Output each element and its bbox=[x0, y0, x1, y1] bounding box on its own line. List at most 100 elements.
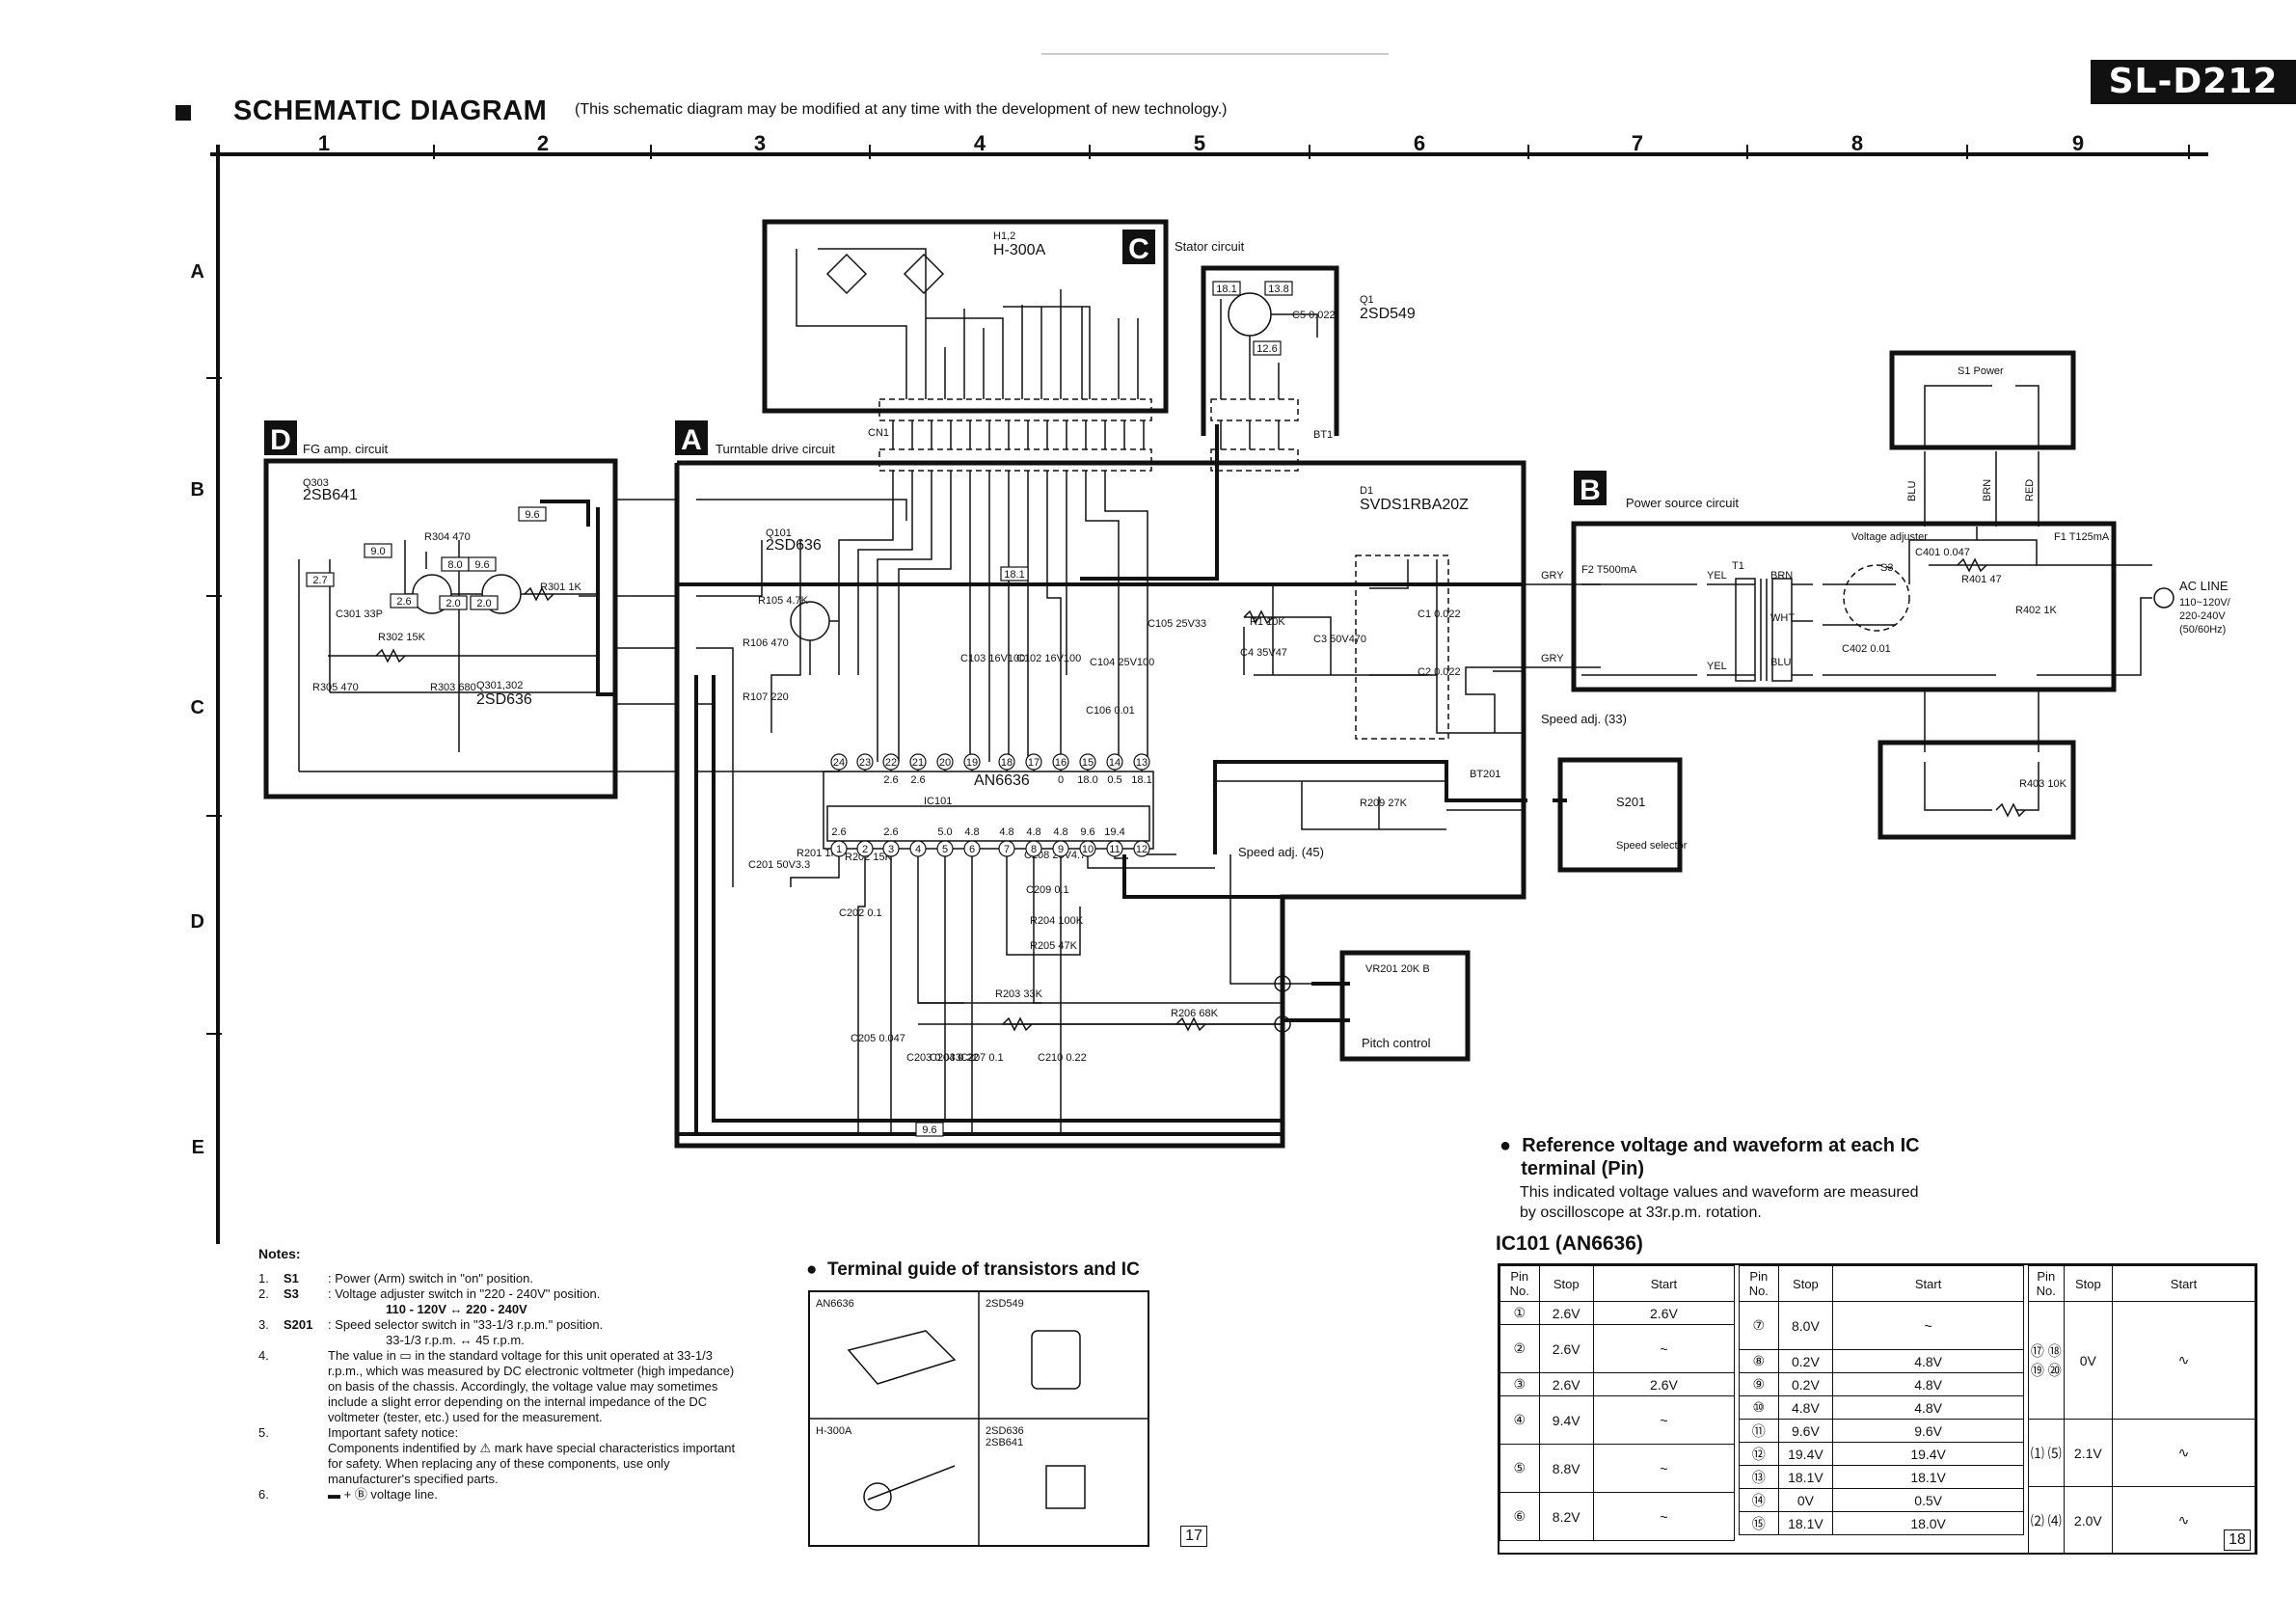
ic-pin-marker bbox=[1052, 753, 1069, 771]
pin-cell: ① bbox=[1499, 1301, 1540, 1325]
ic-top-pin: 17 bbox=[1028, 757, 1040, 769]
q1-ref: Q1 bbox=[1360, 294, 1374, 306]
grid-column-7: 7 bbox=[1632, 131, 1643, 155]
table-header: Pin No. bbox=[1739, 1265, 1779, 1302]
capacitor-label: C207 0.1 bbox=[960, 1052, 1004, 1064]
note-num: 1. bbox=[258, 1271, 269, 1286]
voltage-box bbox=[470, 595, 499, 610]
model-badge: SL-D212 bbox=[2091, 60, 2296, 104]
block-name-d: FG amp. circuit bbox=[303, 442, 389, 456]
stop-cell: 9.6V bbox=[1777, 1419, 1834, 1443]
tg-cell-an6636: AN6636 bbox=[816, 1298, 854, 1310]
capacitor-label: C201 50V3.3 bbox=[748, 859, 810, 871]
note-item: 33-1/3 r.p.m. ↔ 45 r.p.m. bbox=[258, 1333, 741, 1348]
voltage-box-value: 12.6 bbox=[1256, 343, 1277, 355]
start-cell: 19.4V bbox=[1832, 1442, 2024, 1466]
ic-pin-marker bbox=[909, 840, 927, 857]
note-key: S1 bbox=[284, 1271, 299, 1286]
ic-pin-marker bbox=[1025, 753, 1042, 771]
wire-yel-2: YEL bbox=[1707, 661, 1727, 672]
table-header: Pin No. bbox=[2028, 1265, 2065, 1302]
capacitor-label: C202 0.1 bbox=[839, 907, 882, 919]
grid-column-2: 2 bbox=[537, 131, 549, 155]
terminal-guide-lines bbox=[810, 1292, 1148, 1545]
note-item: 110 - 120V ↔ 220 - 240V bbox=[258, 1302, 741, 1317]
notes-heading: Notes: bbox=[258, 1246, 301, 1261]
f2-label: F2 T500mA bbox=[1581, 564, 1637, 576]
an6636-package-icon bbox=[847, 1330, 957, 1385]
capacitor-label: C205 0.047 bbox=[851, 1033, 905, 1044]
capacitor-label: C103 16V100 bbox=[960, 653, 1025, 664]
wire-brn-s1: BRN bbox=[1982, 479, 1993, 501]
ic-top-pin: 15 bbox=[1082, 757, 1094, 769]
capacitor-label: C209 0.1 bbox=[1026, 884, 1069, 896]
ic101-ref: IC101 bbox=[924, 796, 952, 807]
block-name-a: Turntable drive circuit bbox=[716, 442, 835, 456]
row-ticks bbox=[206, 377, 222, 1035]
block-letter-c: C bbox=[1128, 233, 1149, 265]
table-row: ⑴ ⑸2.1V∿ bbox=[2028, 1419, 2255, 1487]
ic-top-volt: 0 bbox=[1058, 774, 1064, 786]
cn1-label: CN1 bbox=[868, 427, 889, 439]
resistor-label: R304 470 bbox=[424, 531, 471, 543]
q301-302-ref: Q301,302 bbox=[476, 680, 523, 691]
pitch-control-label: Pitch control bbox=[1362, 1036, 1431, 1050]
ic-pin-marker bbox=[1133, 840, 1150, 857]
stop-cell: 0V bbox=[2063, 1301, 2114, 1420]
ic-bottom-volt: 4.8 bbox=[999, 826, 1013, 838]
resistor-label: R107 220 bbox=[743, 691, 789, 703]
ic-top-pin: 16 bbox=[1055, 757, 1067, 769]
ic-bottom-pin: 7 bbox=[1004, 844, 1010, 855]
start-cell: ~ bbox=[1592, 1492, 1736, 1541]
voltage-box-value: 18.1 bbox=[1216, 284, 1236, 295]
start-cell: 2.6V bbox=[1592, 1372, 1736, 1396]
q303-ref: Q303 bbox=[303, 477, 329, 489]
note-text: : Voltage adjuster switch in "220 - 240V… bbox=[328, 1286, 601, 1301]
speed-adj-45: Speed adj. (45) bbox=[1238, 845, 1324, 859]
ic-bottom-volt: 4.8 bbox=[1026, 826, 1040, 838]
wire-brn: BRN bbox=[1770, 570, 1793, 582]
note-item: 4.The value in ▭ in the standard voltage… bbox=[258, 1348, 741, 1425]
ic-top-volt: 18.0 bbox=[1077, 774, 1097, 786]
ic-top-pin: 19 bbox=[966, 757, 978, 769]
ic-bottom-volt: 5.0 bbox=[937, 826, 952, 838]
grid-column-6: 6 bbox=[1414, 131, 1425, 155]
ic-bottom-pin: 1 bbox=[836, 844, 842, 855]
voltage-box bbox=[468, 556, 497, 572]
table-header: Stop bbox=[2063, 1265, 2114, 1302]
ic-bottom-volt: 2.6 bbox=[883, 826, 898, 838]
capacitor-label: C102 16V100 bbox=[1016, 653, 1081, 664]
tg-cell-2sd549: 2SD549 bbox=[986, 1298, 1024, 1310]
table-header: Start bbox=[1592, 1265, 1736, 1302]
ic-bottom-pin: 11 bbox=[1109, 844, 1120, 855]
ac-volts-1: 110~120V/ bbox=[2179, 597, 2231, 609]
ic-top-pin: 20 bbox=[939, 757, 951, 769]
ic-bottom-pin: 3 bbox=[888, 844, 894, 855]
ic-bottom-pin: 2 bbox=[862, 844, 868, 855]
reference-title-line2: terminal (Pin) bbox=[1521, 1158, 1645, 1179]
s201-label: S201 bbox=[1616, 795, 1645, 809]
part-h300a: H-300A bbox=[993, 242, 1046, 258]
grid-row-E: E bbox=[192, 1137, 204, 1158]
voltage-box-value: 13.8 bbox=[1268, 284, 1288, 295]
stop-cell: 4.8V bbox=[1777, 1395, 1834, 1420]
stop-cell: 8.0V bbox=[1777, 1301, 1834, 1350]
table-header: Pin No. bbox=[1499, 1265, 1540, 1302]
block-letter-d: D bbox=[270, 424, 291, 456]
resistor-label: R205 47K bbox=[1030, 940, 1078, 952]
wire-red-s1: RED bbox=[2024, 479, 2036, 501]
pin-cell: ⑩ bbox=[1739, 1395, 1779, 1420]
ic-pin-marker bbox=[856, 840, 874, 857]
reference-desc-line1: This indicated voltage values and wavefo… bbox=[1520, 1184, 1919, 1201]
start-cell: 18.0V bbox=[1832, 1511, 2024, 1535]
ic-bottom-volt: 4.8 bbox=[1053, 826, 1067, 838]
ic-pin-marker bbox=[830, 840, 848, 857]
